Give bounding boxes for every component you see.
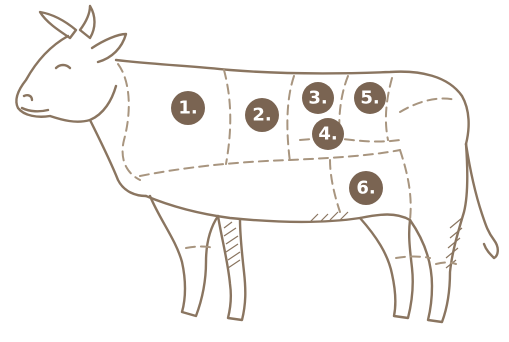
- horn-left: [40, 12, 76, 38]
- cut-badge-1: 1.: [171, 91, 205, 125]
- ear: [92, 34, 126, 62]
- cut-badge-6: 6.: [349, 171, 383, 205]
- cut-line-flank: [330, 160, 340, 212]
- cut-badge-2-label: 2.: [252, 105, 271, 126]
- cut-badge-4-label: 4.: [318, 124, 337, 145]
- cut-badge-3: 3.: [302, 82, 334, 114]
- cut-line-neck: [118, 64, 140, 180]
- cut-line-1-2: [224, 70, 230, 164]
- cut-badge-4: 4.: [312, 118, 344, 150]
- dewlap: [90, 120, 146, 196]
- cut-line-round: [400, 99, 456, 221]
- cut-badges: 1. 2. 3. 4. 5. 6.: [171, 82, 386, 205]
- mouth: [22, 108, 48, 111]
- nostril: [24, 95, 32, 100]
- cut-badge-5-label: 5.: [360, 88, 379, 109]
- horn-right: [80, 6, 95, 38]
- back-line: [116, 60, 469, 144]
- cut-badge-5: 5.: [354, 82, 386, 114]
- cut-line-5-rump: [386, 78, 392, 140]
- cow-outline: [16, 6, 497, 322]
- cut-line-shank-front: [186, 247, 214, 249]
- eye: [56, 65, 70, 68]
- tail: [466, 144, 498, 258]
- cut-badge-2: 2.: [245, 98, 279, 132]
- cut-badge-3-label: 3.: [308, 88, 327, 109]
- head: [16, 36, 116, 122]
- cut-badge-1-label: 1.: [178, 98, 197, 119]
- cut-badge-6-label: 6.: [356, 178, 375, 199]
- cut-line-2-3: [287, 76, 294, 162]
- hind-leg-inner: [360, 218, 413, 318]
- hind-leg-outer: [410, 144, 467, 322]
